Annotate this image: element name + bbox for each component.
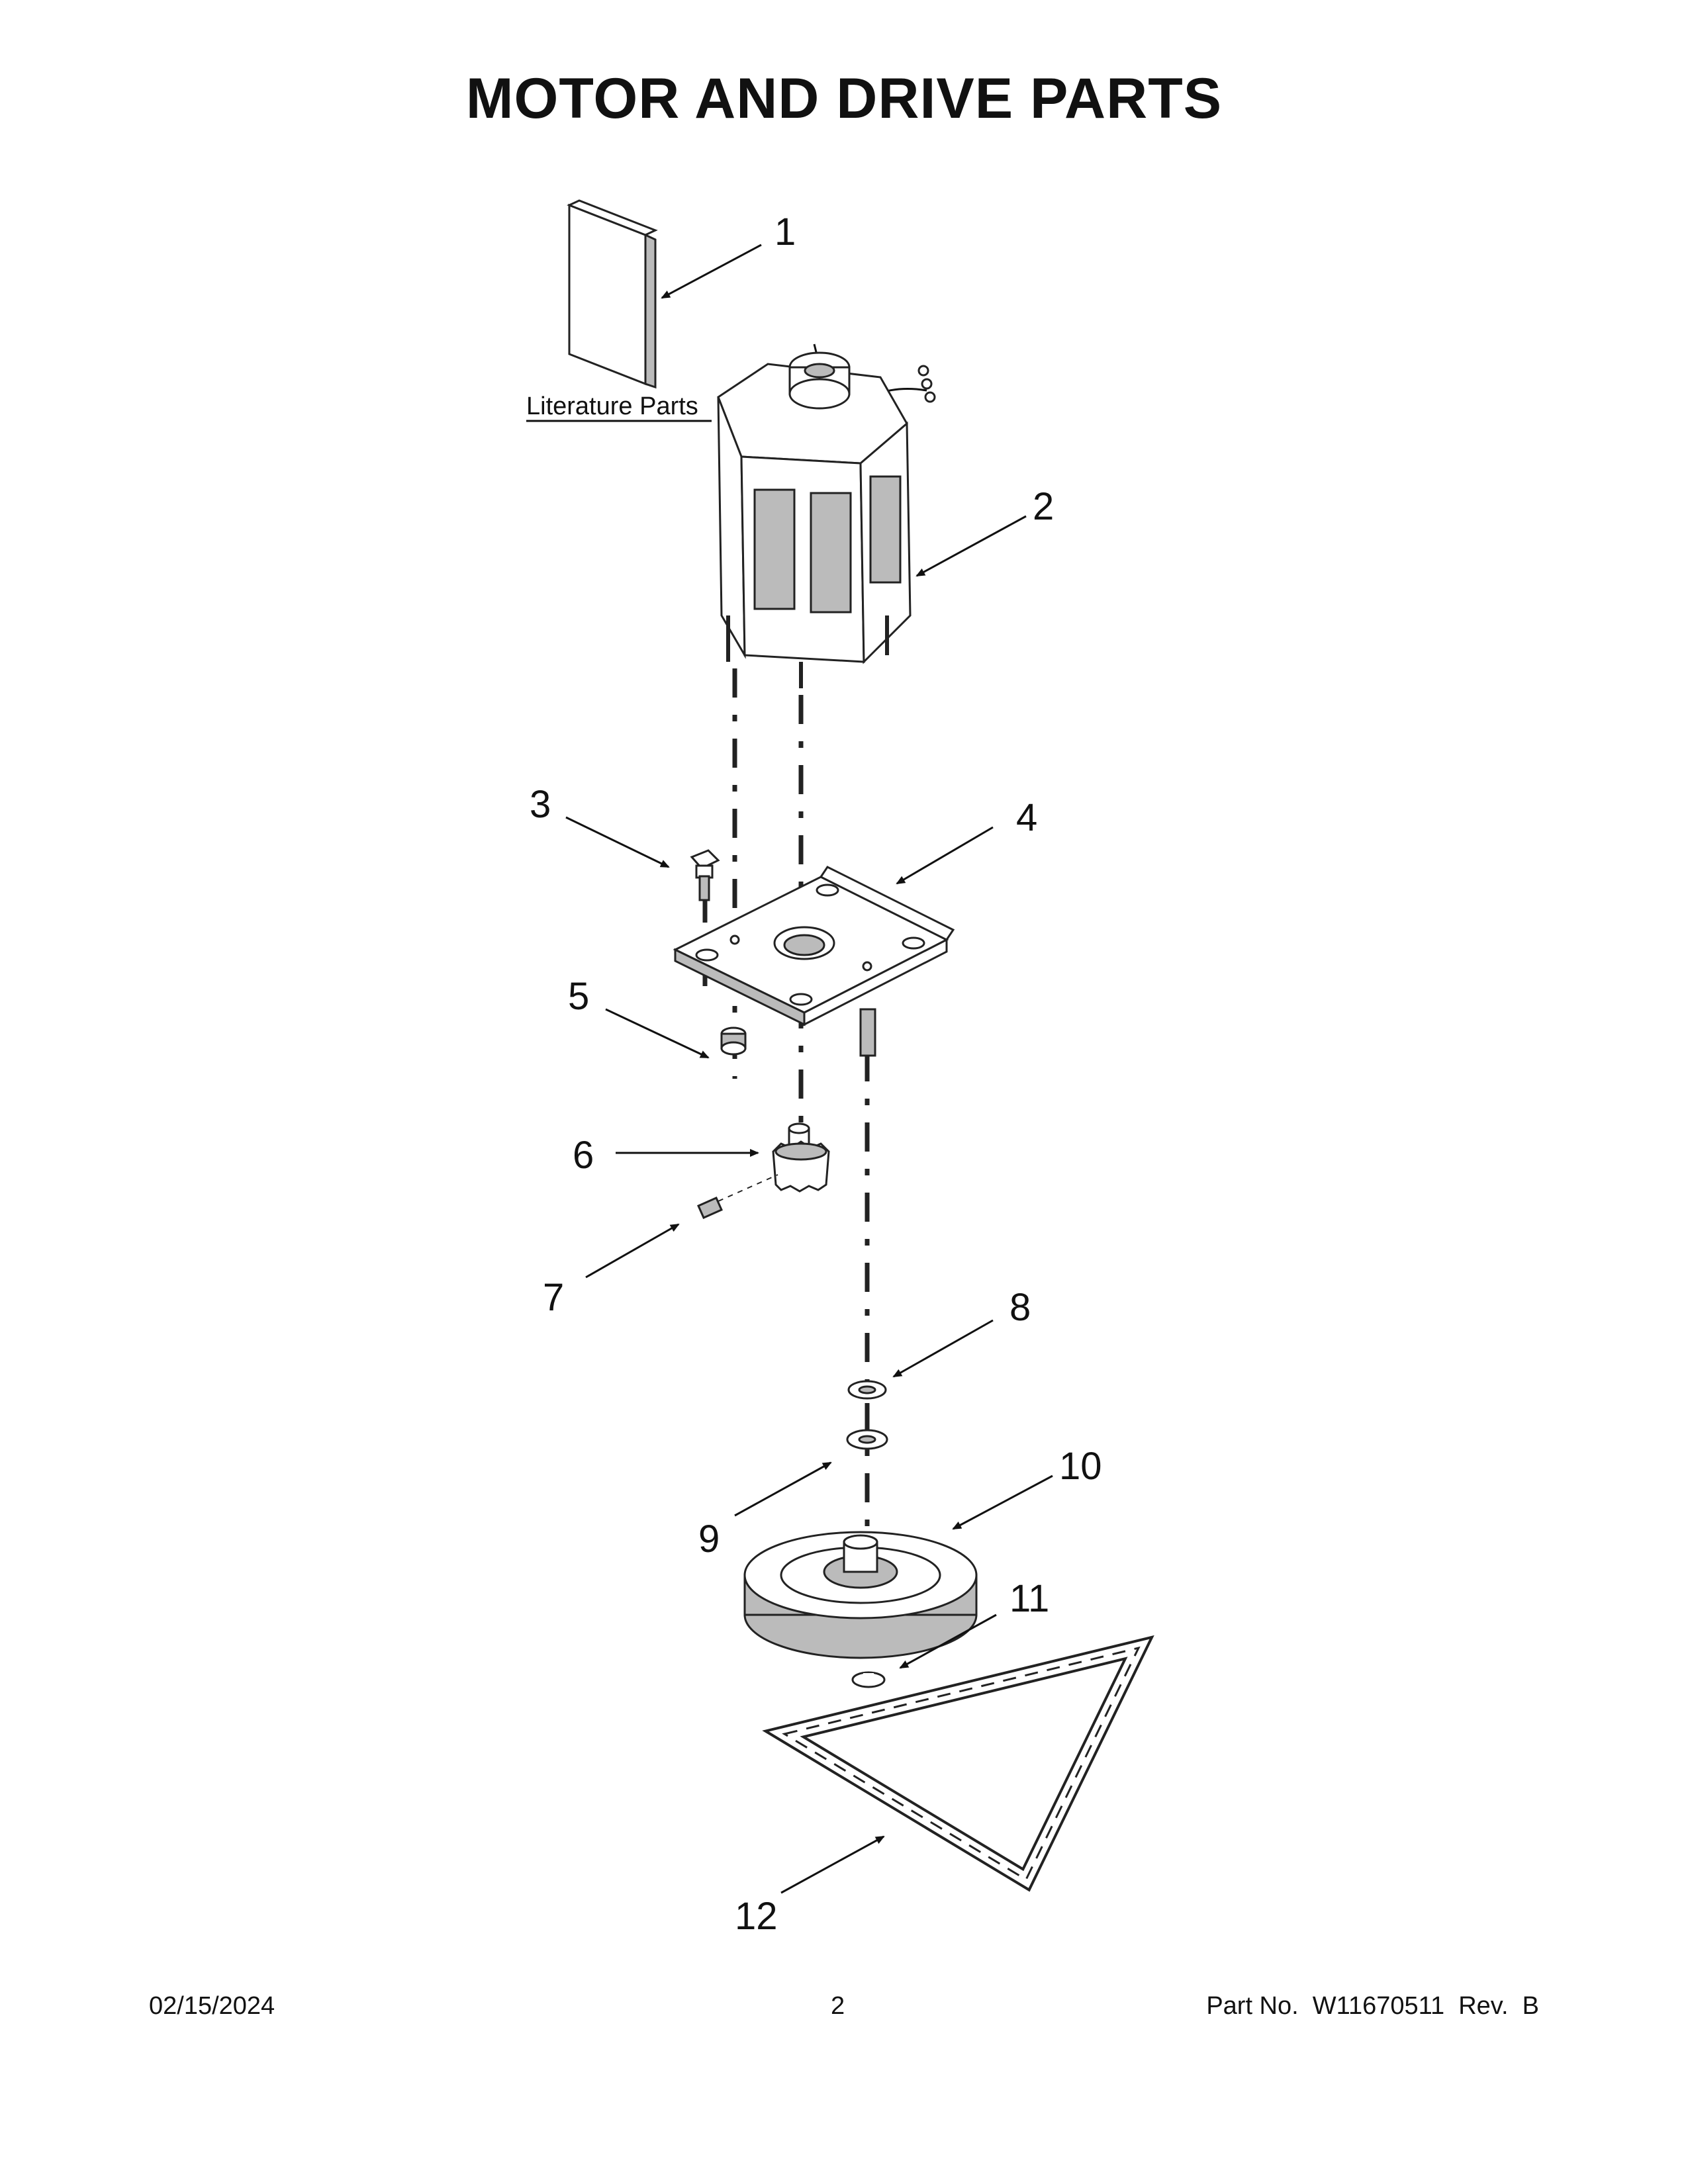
washer-lower-illustration	[846, 1429, 888, 1450]
callout-6: 6	[573, 1134, 594, 1177]
motor-illustration	[717, 343, 936, 688]
literature-part-illustration	[567, 199, 658, 389]
page-title: MOTOR AND DRIVE PARTS	[465, 67, 1223, 130]
leader-lines	[565, 244, 1053, 1894]
mounting-plate-illustration	[673, 866, 955, 1057]
pinion-gear-illustration	[772, 1122, 830, 1193]
footer-page-number: 2	[831, 1992, 845, 2020]
footer-date: 02/15/2024	[149, 1992, 275, 2020]
callout-11: 11	[1009, 1577, 1049, 1620]
callout-2: 2	[1033, 485, 1054, 528]
callout-10: 10	[1059, 1445, 1102, 1488]
literature-parts-label: Literature Parts	[526, 392, 698, 420]
callout-12: 12	[735, 1895, 778, 1938]
callout-5: 5	[568, 975, 589, 1018]
chain-illustration	[762, 1635, 1154, 1892]
footer-part-number: Part No. W11670511 Rev. B	[1206, 1992, 1539, 2020]
callout-9: 9	[698, 1518, 720, 1561]
clip-illustration	[851, 1671, 886, 1688]
drive-gear-illustration	[743, 1531, 978, 1659]
callout-8: 8	[1009, 1286, 1031, 1329]
callout-7: 7	[543, 1276, 564, 1319]
screw-illustration	[690, 849, 720, 901]
callout-4: 4	[1016, 796, 1037, 839]
callout-1: 1	[774, 210, 796, 253]
washer-top-illustration	[847, 1380, 887, 1400]
callout-3: 3	[530, 783, 551, 826]
spacer-illustration	[720, 1026, 747, 1056]
set-screw-illustration	[697, 1174, 778, 1219]
